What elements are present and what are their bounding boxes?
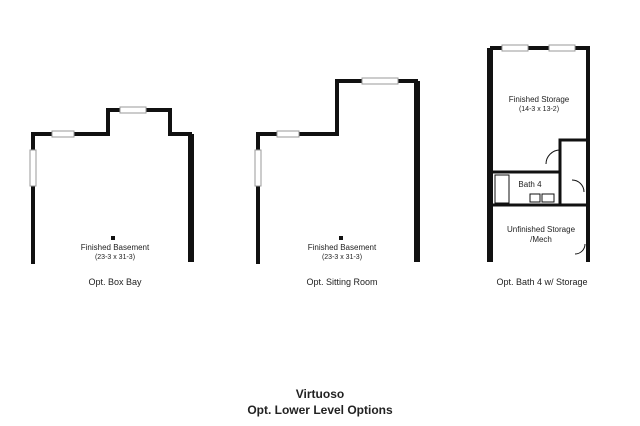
window <box>29 149 37 187</box>
room-label-unfinished-storage: Unfinished Storage /Mech <box>494 225 588 245</box>
room-label-finished-storage: Finished Storage (14-3 x 13-2) <box>492 95 586 115</box>
room-label-finished-basement: Finished Basement (23-3 x 31-3) <box>287 243 397 263</box>
caption-bath-storage: Opt. Bath 4 w/ Storage <box>496 277 588 287</box>
model-name: Virtuoso <box>295 387 345 401</box>
room-dimensions: /Mech <box>530 235 552 244</box>
interior-wall <box>493 138 588 207</box>
door-swing <box>574 243 586 255</box>
window <box>254 149 262 187</box>
post <box>339 236 343 240</box>
sink <box>541 193 555 203</box>
plan-bath-storage <box>487 44 590 262</box>
thick-wall <box>487 48 493 262</box>
wall-outline <box>256 79 418 264</box>
toilet <box>529 193 541 203</box>
room-dimensions: (14-3 x 13-2) <box>518 106 560 113</box>
window <box>276 130 300 138</box>
room-name: Finished Basement <box>307 243 377 252</box>
room-dimensions: (23-3 x 31-3) <box>321 254 363 261</box>
bathtub <box>494 174 510 204</box>
window <box>548 44 576 52</box>
room-name: Bath 4 <box>518 180 542 189</box>
caption-box-bay: Opt. Box Bay <box>88 277 142 287</box>
door-swing <box>571 179 585 193</box>
room-name: Finished Basement <box>80 243 150 252</box>
door-swing <box>545 149 561 165</box>
window <box>119 106 147 114</box>
room-name: Finished Storage <box>508 95 570 104</box>
post <box>111 236 115 240</box>
room-dimensions: (23-3 x 31-3) <box>94 254 136 261</box>
room-label-bath-4: Bath 4 <box>510 180 550 190</box>
window <box>501 44 529 52</box>
plan-sitting-room <box>254 77 420 264</box>
thick-wall <box>414 81 420 262</box>
plan-box-bay <box>29 106 194 264</box>
room-label-finished-basement: Finished Basement (23-3 x 31-3) <box>60 243 170 263</box>
caption-sitting-room: Opt. Sitting Room <box>306 277 378 287</box>
window <box>51 130 75 138</box>
thick-wall <box>188 134 194 262</box>
page-subtitle: Opt. Lower Level Options <box>247 403 393 417</box>
window <box>361 77 399 85</box>
room-name: Unfinished Storage <box>506 225 576 234</box>
